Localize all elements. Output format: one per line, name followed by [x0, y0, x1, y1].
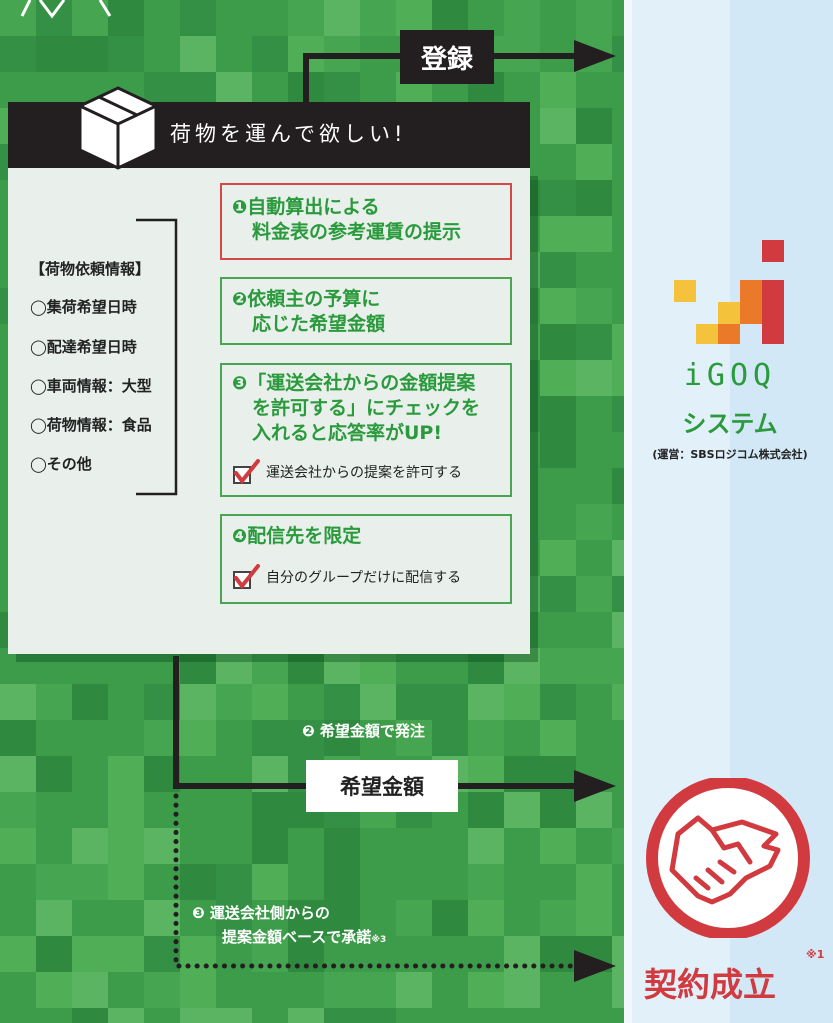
top-icon-fragment [20, 0, 112, 19]
checkbox-label: 自分のグループだけに配信する [266, 570, 462, 586]
request-info-title: 【荷物依頼情報】 [30, 260, 151, 278]
request-info-item: ◯その他 [30, 455, 92, 473]
request-info-item: ◯集荷希望日時 [30, 298, 137, 316]
igoq-logo-icon [674, 240, 784, 344]
limit-group-checkbox[interactable]: 自分のグループだけに配信する [232, 564, 461, 590]
order-arrow-head [574, 770, 616, 802]
feature-line: 入れると応答率がUP! [252, 422, 443, 444]
request-info-item: ◯車両情報：大型 [30, 377, 152, 395]
package-icon [78, 86, 158, 170]
contract-success-label: 契約成立 [644, 965, 776, 1004]
allow-proposal-checkbox[interactable]: 運送会社からの提案を許可する [232, 459, 462, 485]
feature-auto-fare: ❶自動算出による 料金表の参考運賃の提示 [220, 183, 512, 260]
checkbox-label: 運送会社からの提案を許可する [266, 465, 462, 481]
request-info-bracket [136, 218, 178, 496]
feature-line: 配信先を限定 [247, 525, 362, 547]
desired-price-box: 希望金額 [306, 760, 458, 812]
request-info-item: ◯配達希望日時 [30, 338, 137, 356]
feature-line: 料金表の参考運賃の提示 [252, 221, 462, 243]
feature-number: ❷ [232, 289, 248, 310]
system-operator: (運営：SBSロジコム株式会社) [652, 448, 808, 461]
order-by-price-label: ❷ 希望金額で発注 [302, 722, 425, 740]
feature-line: を許可する」にチェックを [252, 397, 481, 419]
feature-number: ❸ [232, 373, 248, 394]
contract-note: ※1 [806, 948, 825, 961]
feature-line: 「運送会社からの金額提案 [247, 372, 476, 394]
register-label: 登録 [400, 30, 494, 84]
feature-line: 依頼主の予算に [247, 288, 381, 310]
request-info-item: ◯荷物情報：食品 [30, 416, 152, 434]
feature-line: 自動算出による [247, 196, 380, 218]
feature-number: ❹ [232, 526, 248, 547]
feature-number: ❶ [232, 197, 248, 218]
accept-proposal-line2: 提案金額ベースで承諾※3 [222, 928, 387, 946]
handshake-icon [646, 778, 810, 938]
accept-proposal-line1: ❸ 運送会社側からの [192, 904, 330, 922]
feature-desired-price: ❷依頼主の予算に 応じた希望金額 [220, 277, 512, 345]
feature-line: 応じた希望金額 [252, 313, 386, 335]
feature-allow-proposal: ❸「運送会社からの金額提案 を許可する」にチェックを 入れると応答率がUP! 運… [220, 363, 512, 497]
accept-arrow-head [574, 950, 616, 982]
checkmark-icon [233, 564, 260, 590]
feature-limit-delivery: ❹配信先を限定 自分のグループだけに配信する [220, 514, 512, 604]
checkmark-icon [233, 459, 260, 485]
igoq-logo-text: iGOQ [683, 358, 777, 393]
system-name: システム [682, 410, 778, 438]
request-header-title: 荷物を運んで欲しい! [170, 122, 407, 146]
accept-note: ※3 [371, 935, 387, 945]
register-arrow-head [574, 40, 616, 72]
